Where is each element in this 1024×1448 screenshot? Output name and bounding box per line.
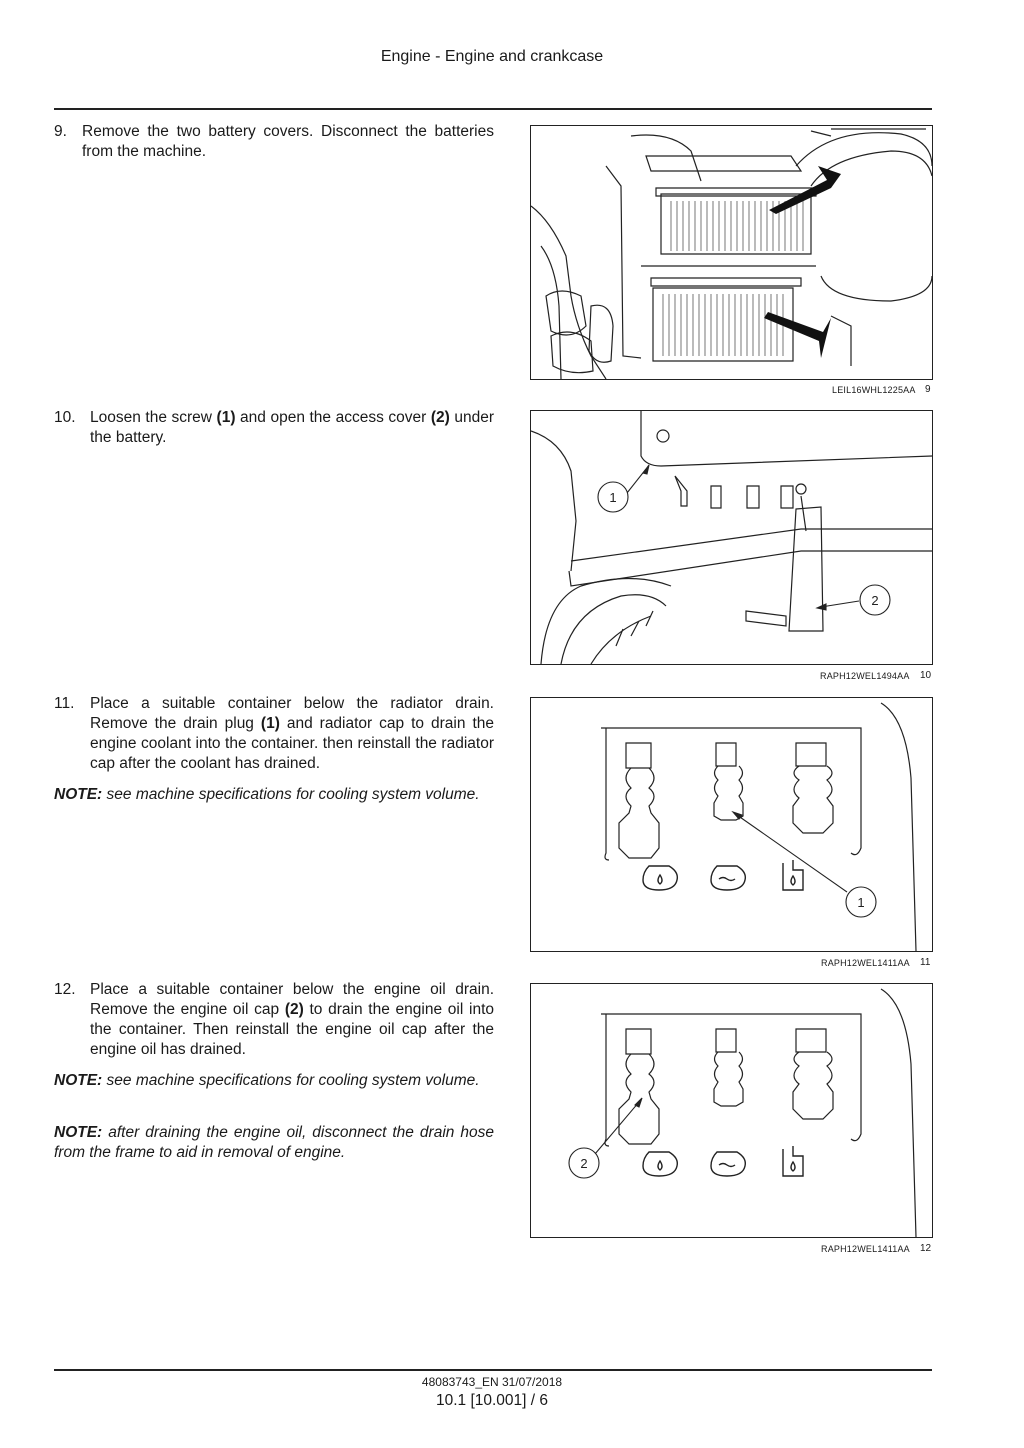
battery-illustration [531, 128, 932, 379]
figure-code: RAPH12WEL1411AA [821, 958, 910, 968]
figure-access-cover: 1 2 [530, 410, 933, 665]
footer-page-number: 10.1 [10.001] / 6 [435, 1392, 549, 1409]
callout-2-label: 2 [871, 593, 878, 608]
coolant-icon [710, 1151, 747, 1177]
step-text: Loosen the screw (1) and open the access… [90, 409, 495, 446]
engine-oil-icon [642, 865, 679, 891]
access-cover-illustration: 1 2 [531, 411, 932, 664]
coolant-icon [710, 865, 747, 891]
container-drain-icon [782, 1146, 804, 1177]
step-10: 10. Loosen the screw (1) and open the ac… [54, 408, 494, 448]
step-9: 9. Remove the two battery covers. Discon… [54, 122, 494, 162]
step-text: Place a suitable container below the rad… [90, 695, 495, 772]
callout-1 [845, 886, 877, 918]
footer-document-code: 48083743_EN 31/07/2018 [421, 1375, 563, 1389]
figure-number: 9 [925, 384, 931, 395]
step-number: 12. [54, 981, 76, 998]
note: NOTE: see machine specifications for coo… [54, 1072, 480, 1089]
arrow-icon [764, 312, 831, 358]
step-number: 11. [54, 695, 75, 712]
header-divider [54, 108, 932, 110]
figure-number: 11 [920, 957, 931, 968]
note: NOTE: after draining the engine oil, dis… [54, 1124, 494, 1161]
figure-battery-removal [530, 125, 933, 380]
figure-number: 10 [920, 670, 932, 681]
figure-code: RAPH12WEL1411AA [821, 1244, 910, 1254]
step-text: Remove the two battery covers. Disconnec… [82, 123, 494, 160]
container-drain-icon [782, 860, 804, 891]
drain-panel-illustration: 1 [601, 702, 917, 951]
engine-oil-icon [642, 1151, 679, 1177]
step-11: 11. Place a suitable container below the… [54, 694, 494, 774]
arrow-icon [769, 166, 841, 214]
footer-divider [54, 1369, 932, 1371]
figure-code: LEIL16WHL1225AA [832, 385, 916, 395]
figure-code: RAPH12WEL1494AA [820, 671, 910, 681]
drain-panel-illustration: 2 [568, 988, 917, 1237]
step-text: Place a suitable container below the eng… [90, 981, 494, 1058]
step-number: 9. [54, 123, 67, 140]
step-number: 10. [54, 409, 76, 426]
callout-2-label: 2 [580, 1156, 587, 1171]
callout-2 [859, 584, 891, 616]
figure-engine-oil-drain: 2 [530, 983, 933, 1238]
callout-1-label: 1 [609, 490, 616, 505]
figure-radiator-drain: 1 [530, 697, 933, 952]
callout-1-label: 1 [857, 895, 864, 910]
figure-number: 12 [920, 1243, 932, 1254]
page-header-title: Engine - Engine and crankcase [380, 48, 604, 65]
note: NOTE: see machine specifications for coo… [54, 786, 480, 803]
callout-2 [568, 1147, 600, 1179]
step-12: 12. Place a suitable container below the… [54, 980, 494, 1060]
callout-1 [597, 481, 629, 513]
